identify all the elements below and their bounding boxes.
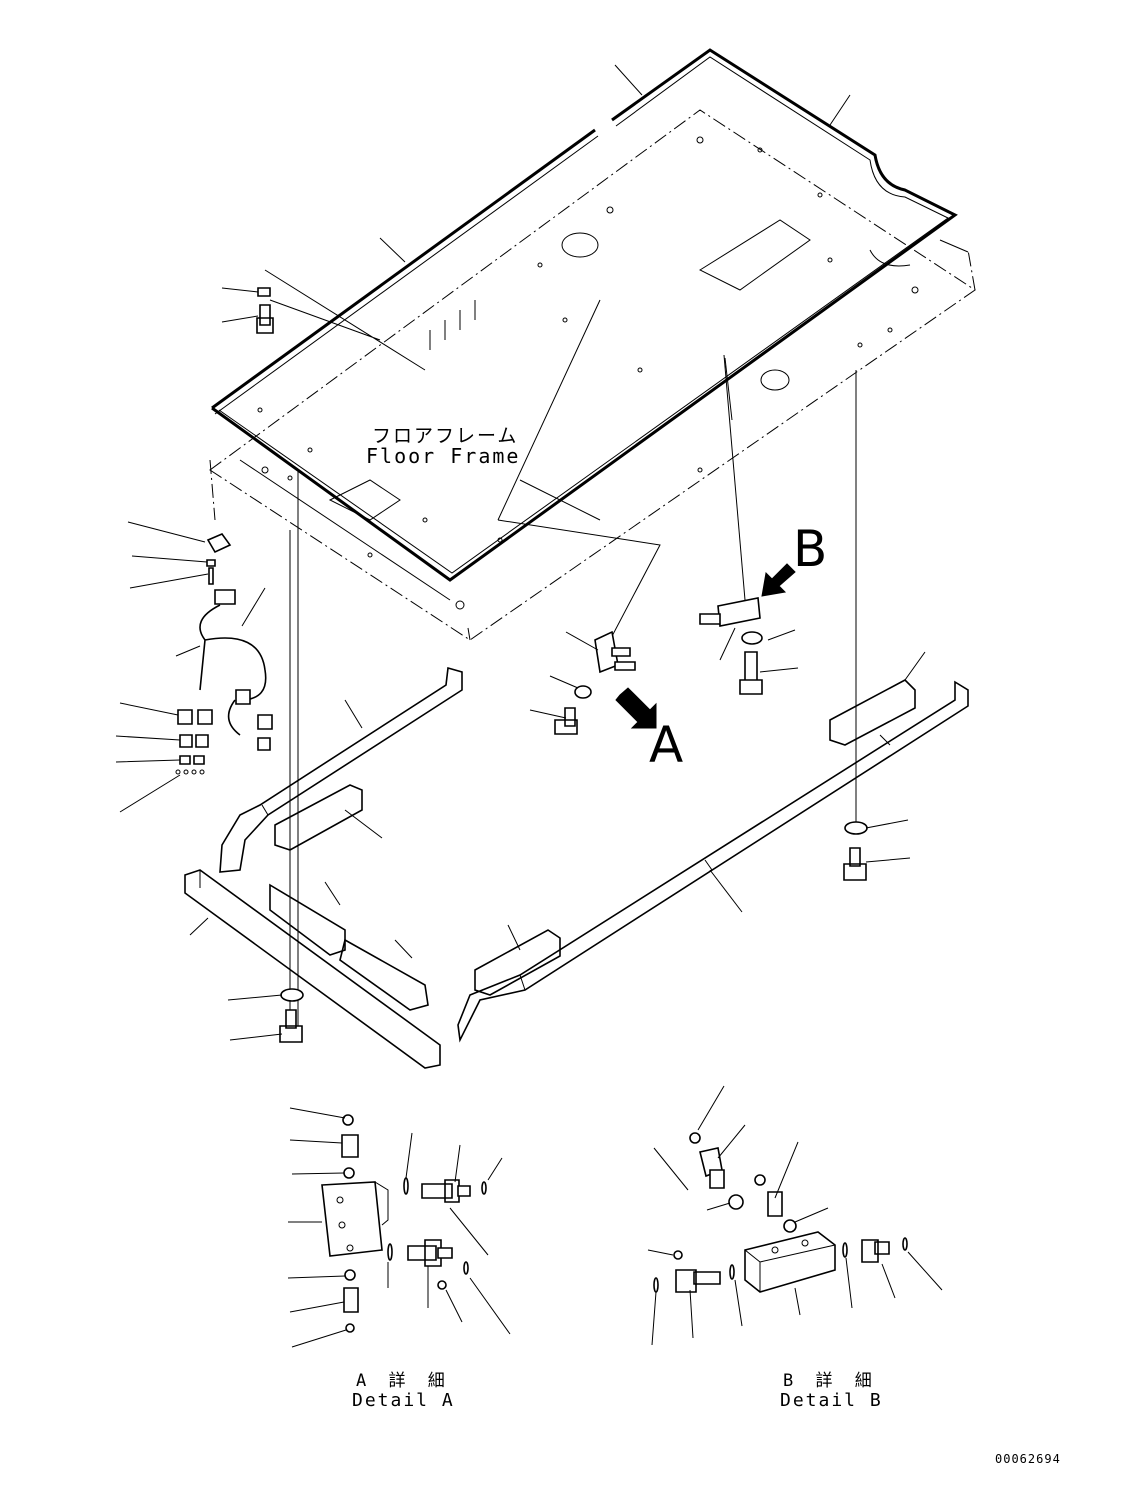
drawing-number: 00062694 bbox=[995, 1452, 1061, 1466]
detail-a-title-en: Detail A bbox=[352, 1390, 455, 1411]
wiring-harness bbox=[115, 521, 273, 813]
bottom-fasteners bbox=[227, 819, 911, 1043]
floor-holes bbox=[257, 136, 919, 610]
detail-b-title-jp: B 詳 細 bbox=[783, 1371, 878, 1391]
top-left-fasteners bbox=[221, 269, 476, 371]
detail-b-title-en: Detail B bbox=[780, 1390, 883, 1411]
left-mount-blocks bbox=[269, 784, 429, 1011]
left-side-member bbox=[219, 666, 463, 873]
arrow-a bbox=[615, 687, 657, 729]
floor-frame-label-jp: フロアフレーム bbox=[372, 425, 519, 447]
floor-plate bbox=[209, 109, 976, 641]
arrow-b bbox=[761, 563, 796, 597]
valve-b-leader bbox=[724, 357, 733, 421]
detail-b-drawing bbox=[647, 1085, 943, 1346]
detail-a-drawing bbox=[287, 1107, 511, 1348]
front-cross-member bbox=[184, 869, 441, 1069]
right-side-member bbox=[457, 680, 969, 1043]
valve-b-assembly bbox=[699, 597, 799, 695]
floor-frame-label-en: Floor Frame bbox=[366, 444, 521, 468]
view-marker-b: B bbox=[793, 520, 828, 578]
detail-a-title-jp: A 詳 細 bbox=[356, 1371, 451, 1391]
right-mount-blocks bbox=[474, 651, 926, 996]
view-marker-a: A bbox=[649, 716, 684, 774]
valve-a-assembly bbox=[529, 630, 636, 735]
perimeter-seal bbox=[211, 48, 969, 582]
assembly-leaders bbox=[289, 299, 857, 1030]
